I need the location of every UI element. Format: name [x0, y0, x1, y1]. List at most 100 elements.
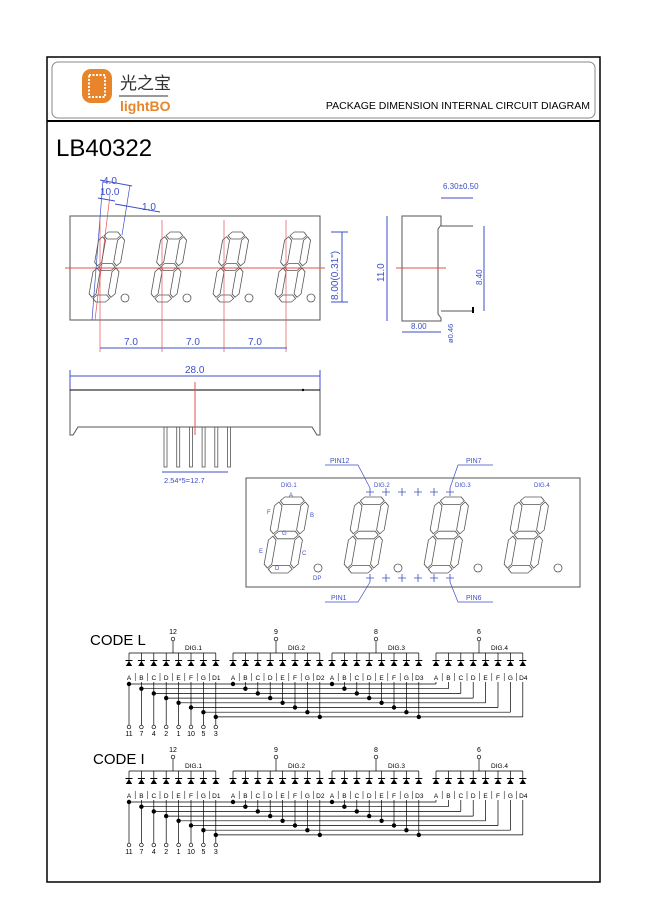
segment-pin-terminal	[126, 724, 132, 730]
segment-pin-number: 3	[214, 731, 218, 738]
pin-label-pin12: PIN12	[330, 458, 350, 465]
segment	[279, 496, 305, 505]
segment-pin-number: 2	[164, 731, 168, 738]
segment-label: E	[483, 675, 488, 682]
diode-icon	[267, 779, 274, 784]
diode-icon	[187, 661, 195, 666]
diode-icon	[254, 779, 261, 784]
segment-label: D2	[316, 793, 325, 800]
pin-lead	[214, 426, 219, 468]
common-pin-terminal	[170, 636, 176, 642]
seven-segment-digit	[503, 496, 549, 574]
segment-label: F	[496, 675, 500, 682]
dim-pin-length: 6.30±0.50	[443, 182, 479, 191]
segment	[507, 565, 533, 574]
segment	[274, 267, 287, 298]
segment	[237, 236, 249, 267]
segment	[156, 236, 168, 267]
segment-label-dp: DP	[313, 576, 321, 582]
segment-pin-terminal	[213, 724, 218, 730]
segment	[509, 501, 523, 535]
segment	[290, 535, 303, 569]
diode-icon	[242, 661, 249, 666]
segment-pin-number: 7	[139, 849, 143, 856]
decimal-point	[473, 563, 483, 573]
diode-icon	[494, 661, 502, 666]
segment-label: C	[354, 675, 359, 682]
dim-line	[99, 179, 133, 187]
segment	[347, 565, 373, 574]
diode-icon	[200, 661, 207, 666]
segment-label: G	[305, 675, 310, 682]
diode-icon	[229, 661, 237, 666]
digit-label: DIG.4	[491, 645, 508, 652]
pin-lead	[176, 426, 181, 468]
common-pin-number: 12	[169, 747, 177, 754]
segment	[263, 535, 277, 569]
diode-icon	[482, 779, 489, 784]
segment-pin-number: 1	[177, 849, 181, 856]
common-pin-terminal	[273, 636, 279, 642]
diode-icon	[254, 661, 261, 666]
diode-icon	[187, 779, 195, 784]
pin-position-mark	[398, 488, 406, 496]
segment-pin-terminal	[139, 724, 144, 730]
segment	[175, 236, 187, 267]
segment	[536, 501, 549, 535]
common-pin-terminal	[273, 754, 279, 760]
segment	[370, 535, 383, 569]
diode-icon	[291, 779, 299, 784]
segment	[450, 535, 463, 569]
segment-label: C	[151, 675, 156, 682]
diode-icon	[519, 661, 526, 666]
segment-label: C	[458, 793, 463, 800]
common-pin-number: 6	[477, 629, 481, 636]
pin-position-mark	[366, 574, 374, 582]
common-pin-terminal	[373, 636, 379, 642]
decimal-point	[313, 563, 323, 573]
segment-pin-number: 5	[201, 849, 205, 856]
diode-icon	[432, 779, 440, 784]
segment-pin-number: 10	[187, 849, 195, 856]
segment	[353, 530, 379, 540]
diode-icon	[267, 661, 274, 666]
diode-icon	[242, 779, 249, 784]
segment	[343, 535, 357, 569]
slant-reference-line	[91, 179, 104, 321]
digit-label: DIG.3	[455, 483, 471, 489]
segment-label: D3	[415, 793, 424, 800]
segment-pin-terminal	[164, 842, 169, 848]
common-pin-terminal	[476, 636, 482, 642]
dim-digit-height: 8.00(0.31")	[330, 251, 341, 300]
dim-line	[114, 203, 161, 213]
segment	[433, 530, 459, 540]
pin-diagram-box	[245, 477, 581, 588]
segment-label-g: G	[282, 531, 287, 537]
segment-label: D2	[316, 675, 325, 682]
common-pin-number: 9	[274, 747, 278, 754]
pin-label-pin1: PIN1	[331, 595, 347, 602]
diode-icon	[138, 779, 145, 784]
segment-label-e: E	[259, 549, 263, 555]
diode-icon	[316, 779, 323, 784]
common-pin-terminal	[373, 754, 379, 760]
diode-icon	[150, 779, 157, 784]
segment	[359, 496, 385, 505]
bottom-view-drawing: 28.0 2.54*5=12.7	[69, 365, 321, 485]
seven-segment-digit	[88, 231, 125, 303]
diode-icon	[229, 779, 237, 784]
segment-pin-number: 11	[125, 731, 132, 738]
dim-extension	[121, 184, 131, 236]
diode-icon	[403, 779, 410, 784]
segment	[154, 294, 173, 303]
segment	[273, 530, 299, 540]
common-pin-terminal	[476, 754, 482, 760]
segment-label: A	[330, 793, 335, 800]
pin-position-mark	[382, 488, 390, 496]
segment-label: A	[231, 793, 236, 800]
diode-icon	[291, 661, 299, 666]
common-pin-number: 8	[374, 629, 378, 636]
segment	[150, 267, 163, 298]
segment-pin-terminal	[176, 842, 181, 848]
segment-pin-terminal	[213, 842, 218, 848]
